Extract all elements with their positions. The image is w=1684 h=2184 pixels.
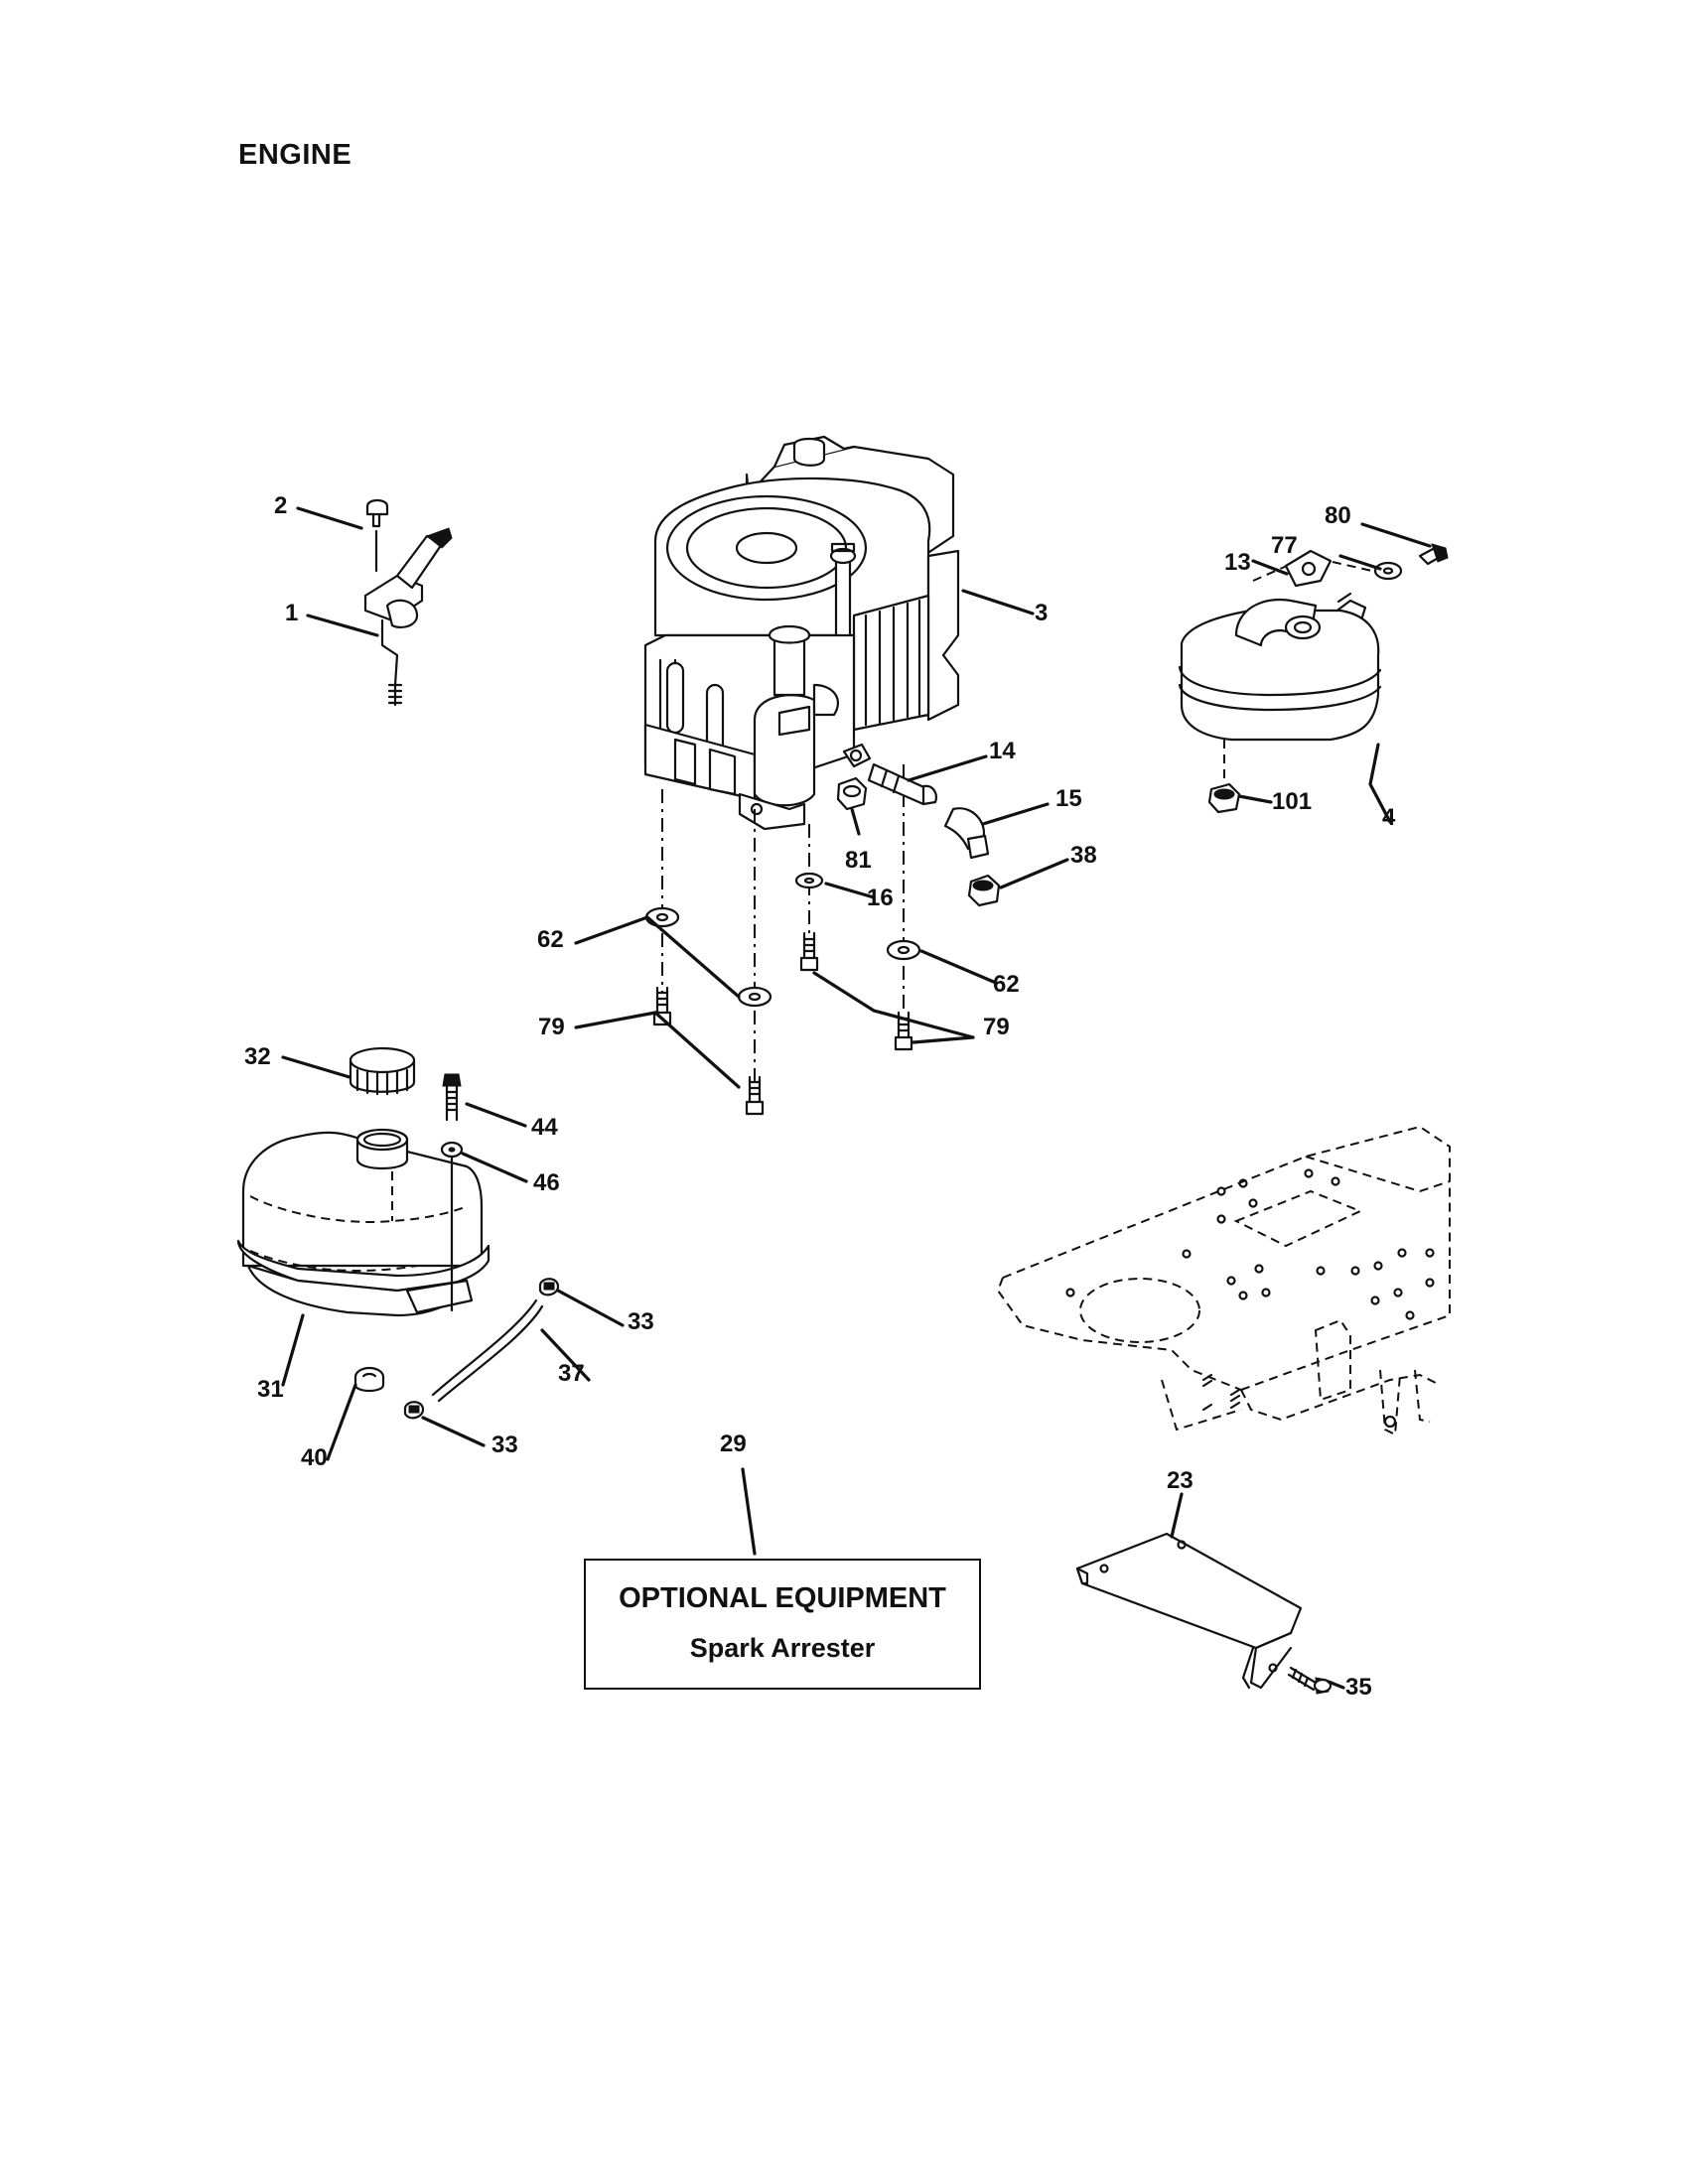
leader-lines [281, 506, 1432, 1690]
page-title: ENGINE [238, 139, 352, 171]
callout-62-right: 62 [993, 971, 1020, 998]
callout-31: 31 [257, 1376, 284, 1403]
callout-33-lower: 33 [491, 1432, 518, 1458]
chassis-frame-outline [996, 1125, 1451, 1436]
optional-equipment-box: OPTIONAL EQUIPMENT Spark Arrester [584, 1559, 981, 1690]
callout-77: 77 [1271, 532, 1298, 559]
bolt-79-b [745, 1075, 765, 1116]
callout-62-left: 62 [537, 926, 564, 953]
callout-1: 1 [285, 600, 299, 626]
frame-holes [1065, 1168, 1435, 1320]
callout-15: 15 [1055, 785, 1082, 812]
callout-46: 46 [533, 1169, 560, 1196]
callout-79-left: 79 [538, 1014, 565, 1040]
callout-81: 81 [845, 847, 872, 874]
callout-80: 80 [1325, 502, 1351, 529]
callout-79-right: 79 [983, 1014, 1010, 1040]
callout-2: 2 [274, 492, 288, 519]
callout-14: 14 [989, 738, 1016, 764]
fuel-tank-assembly [236, 1046, 491, 1393]
callout-23: 23 [1167, 1467, 1193, 1494]
fuel-line-assembly [403, 1278, 560, 1420]
callout-16: 16 [867, 885, 894, 911]
engine-assembly [643, 435, 960, 831]
engine-mount-dashed-lines [661, 764, 905, 1082]
mount-hardware [644, 906, 921, 1116]
bolt-16-stud [799, 931, 819, 972]
callout-4: 4 [1382, 804, 1396, 831]
callout-33-upper: 33 [628, 1308, 654, 1335]
callout-32: 32 [244, 1043, 271, 1070]
callout-101: 101 [1272, 788, 1313, 815]
callout-35: 35 [1345, 1674, 1372, 1701]
fuel-fittings [794, 762, 1001, 907]
callout-38: 38 [1070, 842, 1097, 869]
bolt-79-c [894, 1011, 913, 1051]
muffler-assembly [1178, 543, 1449, 814]
throttle-control-assembly [363, 498, 453, 707]
callout-13: 13 [1224, 549, 1251, 576]
callout-44: 44 [531, 1114, 558, 1141]
callout-29: 29 [720, 1431, 747, 1457]
optional-equipment-heading: OPTIONAL EQUIPMENT [619, 1582, 946, 1614]
callout-3: 3 [1035, 600, 1049, 626]
spark-arrester-label: Spark Arrester [689, 1633, 876, 1663]
heat-shield-assembly [1075, 1532, 1333, 1695]
callout-37: 37 [558, 1360, 585, 1387]
callout-40: 40 [301, 1444, 328, 1471]
